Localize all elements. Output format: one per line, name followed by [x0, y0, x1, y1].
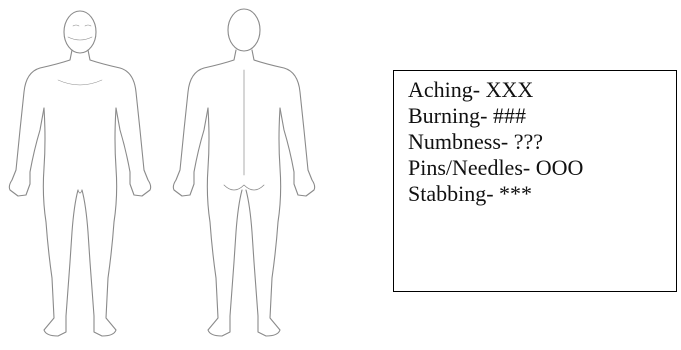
legend-item-pins-needles: Pins/Needles- OOO	[408, 155, 676, 181]
legend-item-aching: Aching- XXX	[408, 77, 676, 103]
body-diagram	[0, 0, 360, 345]
legend-item-numbness: Numbness- ???	[408, 129, 676, 155]
back-body-figure	[173, 9, 314, 336]
front-body-figure	[9, 11, 150, 336]
legend-item-burning: Burning- ###	[408, 103, 676, 129]
legend-item-stabbing: Stabbing- ***	[408, 181, 676, 207]
body-outline-svg	[0, 0, 360, 345]
pain-legend-box: Aching- XXX Burning- ### Numbness- ??? P…	[393, 70, 677, 292]
